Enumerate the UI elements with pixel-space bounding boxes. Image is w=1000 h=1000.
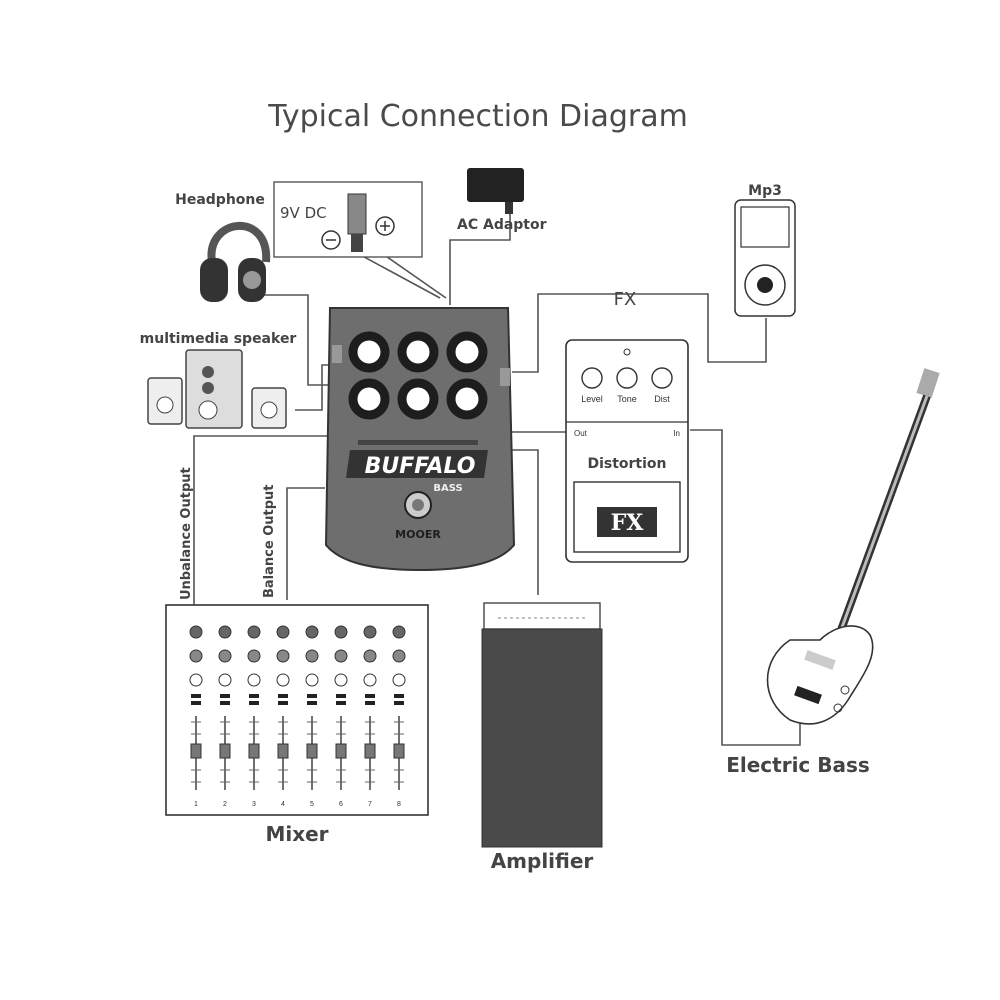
- mixer-icon: 1 2 3 4 5 6 7 8: [165, 604, 429, 816]
- mixer-channel-number: 8: [397, 801, 401, 808]
- pedal-knob: [397, 331, 439, 373]
- distortion-label: Distortion: [587, 456, 666, 472]
- mixer-channel-strip: 2: [218, 625, 232, 808]
- dist-knob-label: Dist: [654, 394, 670, 404]
- pedal-knob: [446, 378, 488, 420]
- mixer-channel-number: 5: [310, 801, 314, 808]
- distortion-pedal: Level Tone Dist Out In Distortion FX: [565, 339, 689, 563]
- mp3-label: Mp3: [748, 183, 782, 199]
- electric-bass-label: Electric Bass: [726, 753, 870, 777]
- pedal-knob: [397, 378, 439, 420]
- unbalance-output-label: Unbalance Output: [179, 467, 194, 600]
- diagram-title: Typical Connection Diagram: [267, 99, 688, 134]
- speaker-wire: [295, 364, 330, 411]
- tone-knob-label: Tone: [617, 394, 637, 404]
- balance-output-wire: [286, 487, 325, 600]
- mixer-channel-number: 2: [223, 801, 227, 808]
- headphone-icon: [200, 221, 271, 302]
- mixer-channel-strip: 1: [189, 625, 203, 808]
- balance-output-label: Balance Output: [262, 484, 277, 598]
- fx-badge: FX: [611, 510, 645, 536]
- amplifier-label: Amplifier: [491, 849, 594, 873]
- mixer-channel-strip: 6: [334, 625, 348, 808]
- ac-adaptor-wire: [449, 205, 511, 305]
- unbalance-output-wire: [193, 435, 330, 605]
- mixer-channel-number: 7: [368, 801, 372, 808]
- pedal-model-text: BASS: [433, 483, 462, 494]
- mixer-channel-number: 6: [339, 801, 343, 808]
- mixer-channel-strips: 1 2 3 4 5 6 7 8: [189, 625, 406, 808]
- dc-plug-icon: [321, 193, 395, 252]
- out-jack-label: Out: [574, 429, 588, 438]
- speaker-icon: [147, 349, 287, 429]
- nine-v-dc-label: 9V DC: [280, 204, 327, 222]
- pedal-maker-text: MOOER: [395, 528, 441, 541]
- mixer-channel-strip: 8: [392, 625, 406, 808]
- buffalo-bass-pedal: BUFFALO BASS MOOER: [324, 307, 516, 572]
- dc-callout-lines: [354, 251, 447, 299]
- ac-adaptor-label: AC Adaptor: [457, 217, 547, 233]
- headphone-label: Headphone: [175, 192, 265, 208]
- headphone-wire: [262, 294, 328, 386]
- pedal-brand-text: BUFFALO: [365, 454, 476, 479]
- fx-wire: [512, 293, 767, 373]
- mixer-channel-number: 1: [194, 801, 198, 808]
- mixer-channel-number: 4: [281, 801, 285, 808]
- amplifier-wire: [510, 449, 539, 595]
- mp3-player-icon: [734, 199, 796, 317]
- mixer-label: Mixer: [265, 822, 328, 846]
- mixer-channel-number: 3: [252, 801, 256, 808]
- mixer-channel-strip: 3: [247, 625, 261, 808]
- bass-guitar-icon: [766, 368, 940, 725]
- bass-wire: [690, 429, 801, 746]
- level-knob-label: Level: [581, 394, 603, 404]
- amplifier-icon: [481, 602, 603, 848]
- ac-adaptor-icon: [467, 168, 524, 214]
- pedal-knob: [446, 331, 488, 373]
- mixer-channel-strip: 4: [276, 625, 290, 808]
- in-jack-label: In: [673, 429, 680, 438]
- pedal-knob: [348, 378, 390, 420]
- connection-wires: [193, 205, 801, 746]
- mixer-channel-strip: 5: [305, 625, 319, 808]
- pedal-knob: [348, 331, 390, 373]
- fx-line-label: FX: [614, 289, 637, 310]
- mixer-channel-strip: 7: [363, 625, 377, 808]
- multimedia-speaker-label: multimedia speaker: [140, 331, 297, 347]
